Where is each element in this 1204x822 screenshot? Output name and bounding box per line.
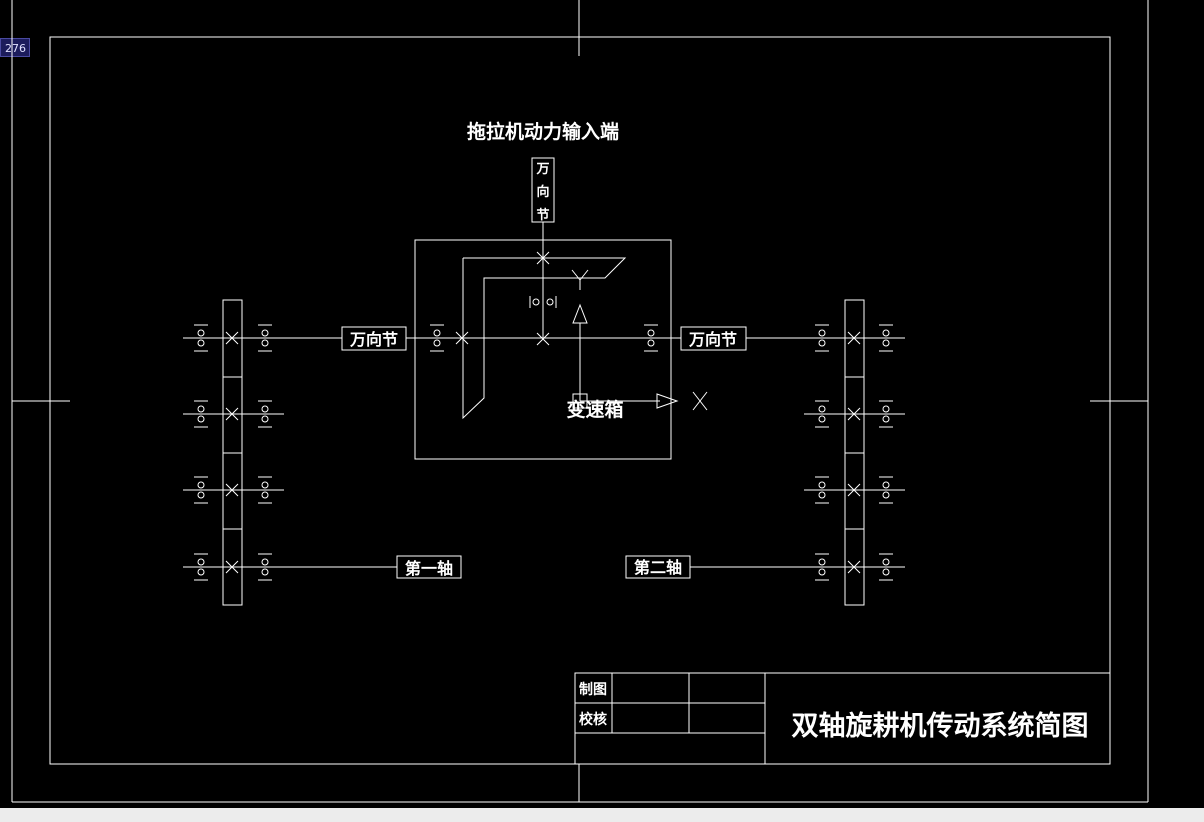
drawn-by-label: 制图 [579, 681, 607, 698]
bearing-symbol [879, 324, 893, 352]
bearing-ball-top [882, 405, 890, 413]
first-shaft-label-box [396, 555, 462, 579]
bearing-ball-top [261, 405, 269, 413]
drawing-lines [11, 0, 1149, 803]
shift-y-symbol [571, 269, 589, 290]
shift-arrow-right [656, 393, 679, 409]
bearing-symbol [815, 476, 829, 504]
right-panel-edge [1148, 0, 1204, 808]
bearing-ball-bottom [261, 491, 269, 499]
bearing-ball-top [818, 558, 826, 566]
bearing-circle-b [546, 298, 554, 306]
bearing-ball-top [818, 329, 826, 337]
right-cross-3 [847, 483, 861, 497]
left-cross-2 [225, 407, 239, 421]
bearing-ball-top [882, 558, 890, 566]
bearing-symbol [194, 553, 208, 581]
bearing-ball-top [261, 558, 269, 566]
bearing-ball-bottom [882, 415, 890, 423]
bearing-ball-bottom [882, 339, 890, 347]
checked-by-label: 校核 [579, 711, 607, 728]
second-shaft-label: 第二轴 [634, 558, 682, 577]
bearing-ball-top [261, 481, 269, 489]
bearing-symbol [258, 553, 272, 581]
bearing-ball-bottom [818, 491, 826, 499]
ujoint-vertical-char-1: 万 [535, 162, 549, 177]
bearing-ball-top [197, 481, 205, 489]
gearbox-label: 变速箱 [566, 398, 623, 421]
bearing-ball-bottom [197, 568, 205, 576]
bearing-ball-top [197, 405, 205, 413]
shift-x-mark [692, 391, 708, 411]
status-bar [0, 808, 1204, 822]
bearing-symbol [879, 400, 893, 428]
bearing-ball-top [882, 329, 890, 337]
gearbox-housing [414, 239, 672, 460]
gear-cross-top [536, 251, 550, 265]
bearing-ball-top [647, 329, 655, 337]
bearing-ball-top [197, 558, 205, 566]
bearing-ball-top [882, 481, 890, 489]
bearing-ball-top [261, 329, 269, 337]
bearing-symbol [194, 324, 208, 352]
right-cross-4 [847, 560, 861, 574]
bearing-ball-bottom [197, 339, 205, 347]
right-cross-1 [847, 331, 861, 345]
ujoint-vertical-char-3: 节 [536, 207, 549, 223]
bearing-symbol [879, 476, 893, 504]
bearing-symbol [430, 324, 444, 352]
bearing-ball-bottom [818, 568, 826, 576]
viewport-number-badge[interactable]: 276 [0, 38, 30, 57]
bearing-ball-bottom [882, 491, 890, 499]
power-input-label: 拖拉机动力输入端 [467, 120, 619, 143]
bearing-ball-top [818, 481, 826, 489]
title-block [574, 672, 1111, 765]
bearing-ball-bottom [433, 339, 441, 347]
bearing-symbol [194, 476, 208, 504]
left-cross-4 [225, 560, 239, 574]
bearing-symbol [815, 553, 829, 581]
bearing-symbol [815, 400, 829, 428]
bearing-ball-top [433, 329, 441, 337]
bearing-symbol [258, 400, 272, 428]
bearing-symbol [258, 324, 272, 352]
bearing-ball-bottom [647, 339, 655, 347]
shift-arrow-up [572, 303, 588, 324]
left-cross-1 [225, 331, 239, 345]
right-cross-2 [847, 407, 861, 421]
bearing-symbol [258, 476, 272, 504]
bevel-gear-outline [462, 257, 627, 420]
ujoint-right-box [680, 326, 747, 351]
bearing-ball-bottom [197, 415, 205, 423]
bearing-symbol [879, 553, 893, 581]
left-cross-3 [225, 483, 239, 497]
bearing-ball-bottom [818, 339, 826, 347]
bearing-ball-bottom [261, 415, 269, 423]
ujoint-vertical-char-2: 向 [536, 184, 549, 200]
bearing-symbol [644, 324, 658, 352]
bearing-ball-top [818, 405, 826, 413]
bearing-ball-bottom [197, 491, 205, 499]
bearing-symbols [194, 324, 893, 581]
ujoint-left-label: 万向节 [349, 330, 398, 349]
bearing-ball-bottom [261, 568, 269, 576]
ujoint-right-label: 万向节 [688, 330, 737, 349]
bearing-symbol [194, 400, 208, 428]
ujoint-left-box [341, 326, 407, 351]
bearing-circle-a [532, 298, 540, 306]
gearbox-label-marker [572, 393, 588, 409]
bearing-ball-bottom [818, 415, 826, 423]
bearing-symbol [815, 324, 829, 352]
bearing-ball-bottom [261, 339, 269, 347]
bearing-ball-bottom [882, 568, 890, 576]
second-shaft-label-box [625, 555, 691, 579]
bearing-ball-top [197, 329, 205, 337]
first-shaft-label: 第一轴 [405, 559, 453, 578]
gear-cross-center [536, 332, 550, 346]
drawing-title: 双轴旋耕机传动系统简图 [792, 710, 1089, 742]
